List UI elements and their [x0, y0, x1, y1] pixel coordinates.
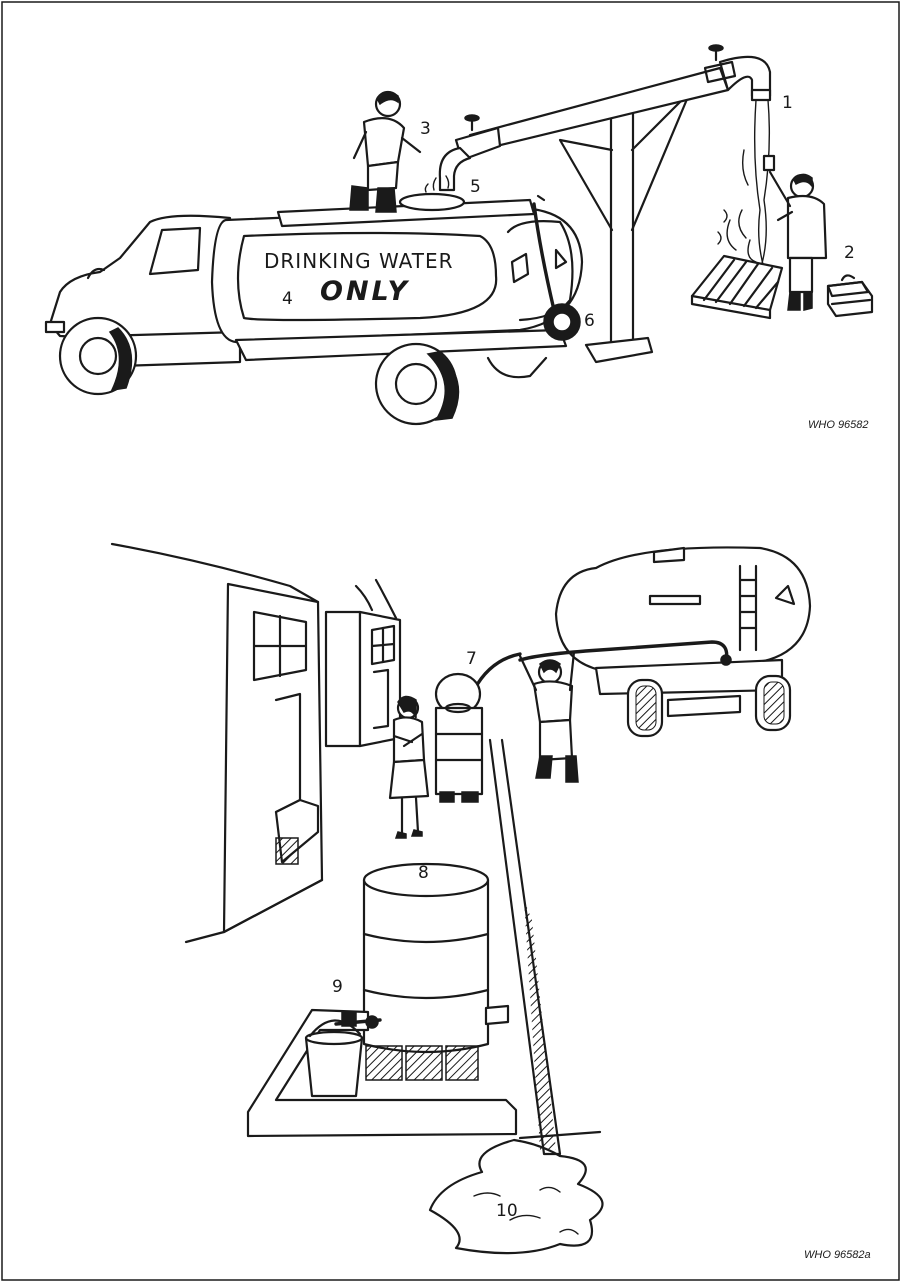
callout-7: 7: [466, 649, 477, 669]
toolbox: [828, 275, 872, 316]
callout-8: 8: [418, 863, 429, 883]
callout-4: 4: [282, 289, 293, 309]
tanker-truck: [46, 194, 582, 424]
caption-top: WHO 96582: [808, 419, 869, 431]
small-water-container: [436, 674, 482, 802]
tanker-sign-line1: DRINKING WATER: [264, 249, 454, 273]
callout-6: 6: [584, 311, 595, 331]
callout-1: 1: [782, 93, 793, 113]
worker-filling-container: [474, 652, 578, 782]
buildings: [112, 544, 400, 942]
drain-channel: [490, 740, 600, 1154]
callout-5: 5: [470, 177, 481, 197]
callout-3: 3: [420, 119, 431, 139]
callout-10: 10: [496, 1201, 518, 1221]
worker-on-tanker: [350, 92, 420, 212]
panel-bottom: 7 8 9 10 WHO 96582a: [112, 544, 871, 1261]
waste-water-puddle: [430, 1140, 603, 1253]
duckboard: [692, 256, 782, 318]
panel-top: DRINKING WATER ONLY 1 2 3 4 5 6 WHO 9658…: [46, 45, 872, 431]
caption-bottom: WHO 96582a: [804, 1249, 871, 1261]
tanker-sign-line2: ONLY: [320, 276, 410, 307]
storage-drum: [364, 864, 508, 1052]
callout-2: 2: [844, 243, 855, 263]
callout-9: 9: [332, 977, 343, 997]
